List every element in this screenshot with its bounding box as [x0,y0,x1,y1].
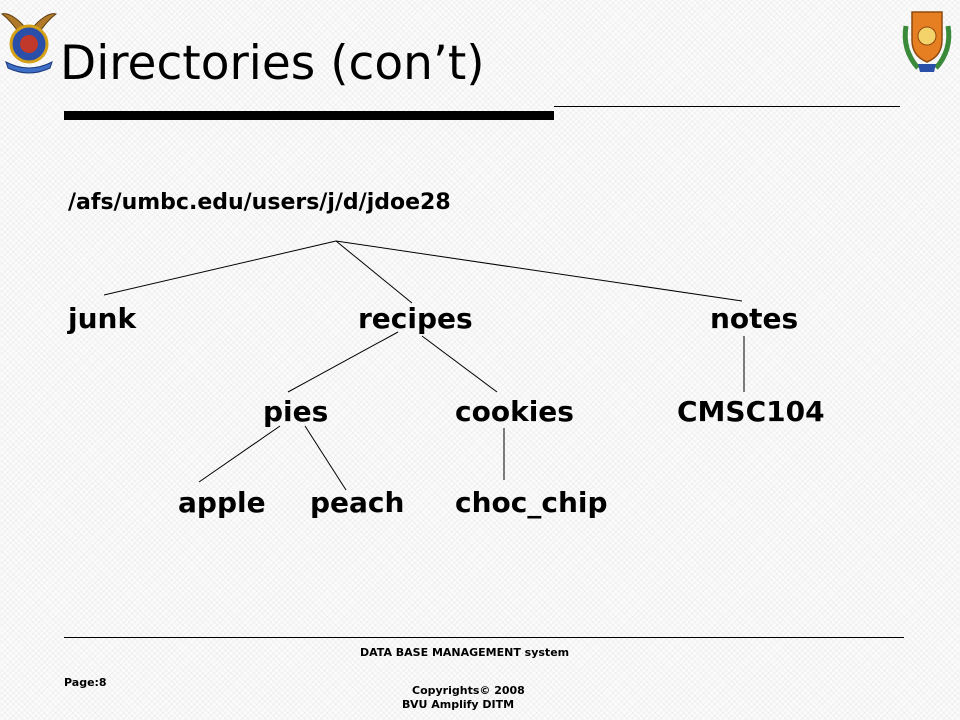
node-choc-chip: choc_chip [455,486,608,519]
footer-page-number: Page:8 [64,676,107,689]
edge-recipes-cookies [421,335,498,393]
slide-title: Directories (con’t) [60,36,485,91]
title-underline-thin [554,106,900,107]
root-path: /afs/umbc.edu/users/j/d/jdoe28 [68,190,451,215]
node-apple: apple [178,486,266,519]
node-recipes: recipes [358,302,473,335]
node-notes: notes [710,302,799,335]
node-cmsc104: CMSC104 [677,395,825,428]
footer-org: BVU Amplify DITM [402,698,515,711]
right-logo-icon [902,11,952,72]
footer-copyright: Copyrights© 2008 [412,684,525,697]
left-logo-icon [0,13,58,74]
footer-course: DATA BASE MANAGEMENT system [360,646,570,659]
edge-root-junk [103,240,337,296]
node-cookies: cookies [455,395,574,428]
edge-root-recipes [335,240,413,304]
node-junk: junk [68,302,137,335]
edge-recipes-pies [287,331,399,393]
node-pies: pies [263,395,329,428]
footer-divider [64,637,904,638]
edge-pies-peach [304,425,347,491]
node-peach: peach [310,486,405,519]
edge-pies-apple [198,425,281,483]
edge-root-notes [335,240,743,302]
title-underline-thick [64,111,554,120]
